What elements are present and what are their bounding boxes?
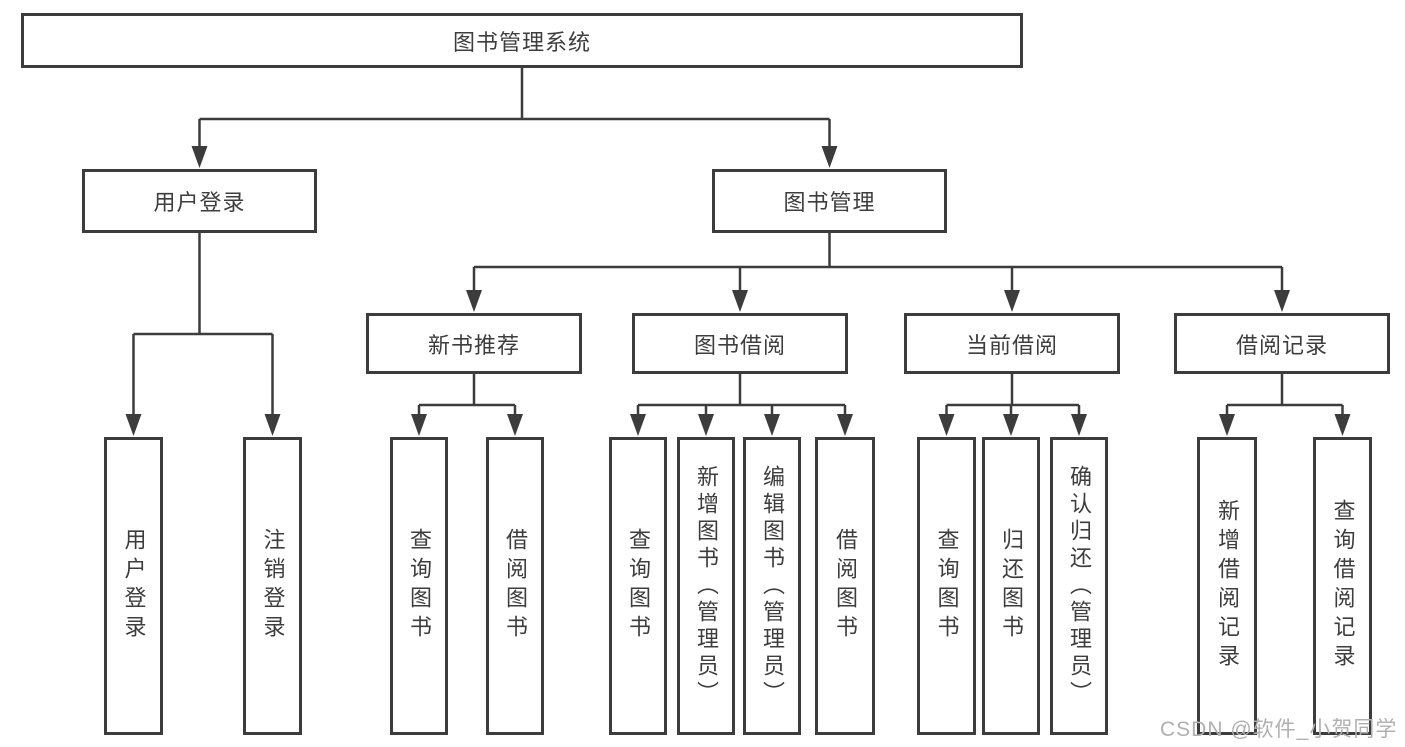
node-leaf-return-book: 归还图书 (982, 437, 1040, 735)
node-user-login-label: 用户登录 (153, 190, 246, 215)
node-leaf-confirm-return: 确认归还（管理员） (1050, 437, 1108, 735)
arrowhead-user-login (191, 146, 208, 168)
arrowhead-leaf-query-record (1334, 414, 1351, 436)
node-leaf-query-record-label: 查询借阅记录 (1330, 499, 1356, 673)
arrowhead-borrow-records (1274, 290, 1290, 312)
node-leaf-edit-book-label: 编辑图书（管理员） (760, 464, 785, 708)
node-leaf-add-book-label: 新增图书（管理员） (694, 464, 719, 708)
node-current-borrow: 当前借阅 (904, 313, 1120, 374)
node-leaf-borrow-book-a-label: 借阅图书 (503, 528, 528, 644)
node-current-borrow-label: 当前借阅 (965, 332, 1058, 358)
node-book-borrow-label: 图书借阅 (693, 332, 786, 358)
node-leaf-borrow-book-b-label: 借阅图书 (833, 528, 858, 644)
csdn-watermark: CSDN @软件_小贺同学 (1160, 718, 1398, 741)
node-leaf-return-book-label: 归还图书 (999, 528, 1024, 644)
node-borrow-records: 借阅记录 (1174, 313, 1390, 374)
arrowhead-leaf-add-record (1219, 414, 1235, 436)
arrowhead-leaf-user-login (125, 414, 142, 436)
arrowhead-leaf-confirm-return (1071, 414, 1087, 436)
node-leaf-user-login: 用户登录 (104, 437, 163, 735)
node-leaf-query-record: 查询借阅记录 (1313, 437, 1372, 735)
arrowhead-leaf-query-c (938, 414, 955, 436)
node-root-label: 图书管理系统 (452, 29, 591, 55)
node-leaf-confirm-return-label: 确认归还（管理员） (1067, 464, 1092, 708)
node-leaf-logout: 注销登录 (243, 437, 302, 735)
arrowhead-leaf-borrow-a (507, 414, 523, 436)
node-leaf-borrow-book-a: 借阅图书 (486, 437, 544, 735)
node-borrow-records-label: 借阅记录 (1235, 332, 1328, 358)
node-leaf-add-record-label: 新增借阅记录 (1215, 499, 1240, 673)
arrowhead-book-mgmt (821, 146, 838, 168)
arrowhead-leaf-return (1003, 414, 1019, 436)
arrowhead-current-borrow (1004, 290, 1020, 312)
node-leaf-logout-label: 注销登录 (260, 528, 286, 644)
node-new-books-label: 新书推荐 (427, 332, 520, 358)
node-leaf-query-book-b-label: 查询图书 (626, 528, 651, 644)
node-book-mgmt-label: 图书管理 (783, 190, 876, 215)
node-leaf-query-book-b: 查询图书 (609, 437, 667, 735)
arrowhead-leaf-query-b (630, 414, 646, 436)
node-leaf-user-login-label: 用户登录 (121, 528, 147, 644)
arrowhead-book-borrow (732, 290, 748, 312)
node-leaf-query-book-a: 查询图书 (390, 437, 448, 735)
node-book-borrow: 图书借阅 (632, 313, 848, 374)
arrowhead-leaf-borrow-b (837, 414, 853, 436)
node-leaf-query-book-a-label: 查询图书 (407, 528, 432, 644)
node-leaf-add-record: 新增借阅记录 (1197, 437, 1257, 735)
arrowhead-new-books (466, 290, 482, 312)
node-book-mgmt: 图书管理 (712, 169, 947, 233)
node-new-books: 新书推荐 (366, 313, 582, 374)
arrowhead-leaf-logout (264, 414, 281, 436)
arrowhead-leaf-edit-book (764, 414, 780, 436)
node-leaf-query-book-c-label: 查询图书 (934, 528, 960, 644)
node-leaf-add-book: 新增图书（管理员） (677, 437, 735, 735)
node-leaf-query-book-c: 查询图书 (917, 437, 976, 735)
node-user-login: 用户登录 (82, 169, 317, 233)
arrowhead-leaf-query-a (411, 414, 427, 436)
node-leaf-borrow-book-b: 借阅图书 (815, 437, 875, 735)
node-leaf-edit-book: 编辑图书（管理员） (743, 437, 801, 735)
node-root: 图书管理系统 (21, 13, 1023, 68)
arrowhead-leaf-add-book (698, 414, 714, 436)
